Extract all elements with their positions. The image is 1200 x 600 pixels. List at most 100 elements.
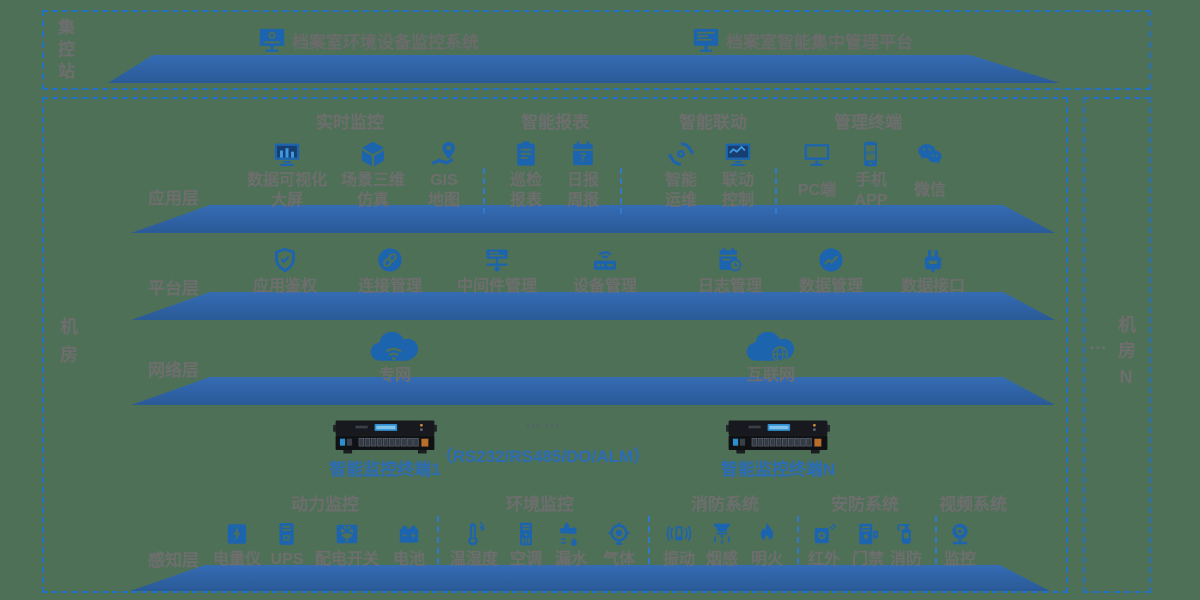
platform-item-device-mgmt: 设备管理 bbox=[573, 246, 637, 297]
data-screen-icon bbox=[273, 140, 301, 168]
sense-item-temp-humidity: 温湿度 bbox=[450, 521, 498, 570]
group-title-security: 安防系统 bbox=[831, 495, 899, 514]
router-wifi-icon bbox=[591, 246, 619, 274]
sense-item-ac: 空调 bbox=[510, 521, 542, 570]
calendar-clock-icon bbox=[716, 246, 744, 274]
group-title-linkage: 智能联动 bbox=[679, 113, 747, 132]
machine-room-n-box: … 机房N bbox=[1083, 97, 1151, 593]
fire-extinguisher-icon bbox=[893, 521, 919, 547]
network-item-internet: 互联网 bbox=[745, 332, 797, 386]
group-title-reports: 智能报表 bbox=[521, 113, 589, 132]
group-divider bbox=[775, 168, 777, 214]
network-layer-label: 网络层 bbox=[148, 361, 199, 380]
camera-icon bbox=[947, 521, 973, 547]
sense-item-flame: 明火 bbox=[751, 521, 783, 570]
pc-monitor-icon bbox=[803, 140, 831, 168]
system-entry: 档案室智能集中管理平台 bbox=[692, 26, 913, 54]
group-divider bbox=[648, 516, 650, 564]
smartphone-icon bbox=[857, 140, 885, 168]
control-station-label: 集控站 bbox=[55, 18, 74, 84]
sense-layer-slab bbox=[130, 565, 1050, 591]
wechat-icon bbox=[916, 140, 944, 168]
app-item-linkage-control: 联动控制 bbox=[722, 140, 754, 211]
platform-item-log-mgmt: 日志管理 bbox=[698, 246, 762, 297]
sense-item-gas: 气体 bbox=[603, 521, 635, 570]
group-divider bbox=[437, 516, 439, 564]
plug-interface-icon bbox=[919, 246, 947, 274]
group-divider bbox=[797, 516, 799, 564]
water-leak-icon bbox=[558, 521, 584, 547]
group-title-fire: 消防系统 bbox=[691, 495, 759, 514]
platform-item-data-interface: 数据接口 bbox=[901, 246, 965, 297]
group-title-video: 视频系统 bbox=[939, 495, 1007, 514]
sense-item-vibration: 振动 bbox=[663, 521, 695, 570]
sense-item-smoke: 烟感 bbox=[706, 521, 738, 570]
chart-circle-icon bbox=[817, 246, 845, 274]
control-station-box: 集控站 bbox=[42, 10, 1151, 90]
system-entry: 档案室环境设备监控系统 bbox=[258, 26, 479, 54]
system-label: 档案室智能集中管理平台 bbox=[726, 32, 913, 52]
app-item-daily-weekly: 日报周报 bbox=[567, 140, 599, 211]
app-item-wechat: 微信 bbox=[914, 140, 946, 201]
monitoring-terminal-n-image bbox=[726, 417, 830, 457]
battery-icon bbox=[396, 521, 422, 547]
app-layer-slab bbox=[131, 205, 1055, 233]
group-divider bbox=[483, 168, 485, 214]
sense-item-cctv: 监控 bbox=[944, 521, 976, 570]
monitoring-terminal-1-image bbox=[333, 417, 437, 457]
group-title-realtime: 实时监控 bbox=[316, 113, 384, 132]
smoke-detector-icon bbox=[709, 521, 735, 547]
app-item-data-screen: 数据可视化大屏 bbox=[247, 140, 327, 211]
monitor-screen-icon bbox=[692, 26, 720, 54]
clipboard-icon bbox=[512, 140, 540, 168]
group-title-environment: 环境监控 bbox=[506, 495, 574, 514]
flame-icon bbox=[754, 521, 780, 547]
network-item-private: 专网 bbox=[369, 332, 421, 386]
sense-item-ups: UPS bbox=[271, 521, 303, 570]
system-label: 档案室环境设备监控系统 bbox=[292, 32, 479, 52]
platform-layer-label: 平台层 bbox=[148, 279, 199, 298]
door-access-icon bbox=[855, 521, 881, 547]
infrared-sensor-icon bbox=[811, 521, 837, 547]
sync-gear-icon bbox=[667, 140, 695, 168]
group-title-power: 动力监控 bbox=[291, 495, 359, 514]
room-n-dots: … bbox=[1089, 333, 1109, 353]
chain-link-icon bbox=[376, 246, 404, 274]
app-layer-label: 应用层 bbox=[148, 189, 199, 208]
sense-item-fire-protection: 消防 bbox=[890, 521, 922, 570]
app-item-pc: PC端 bbox=[798, 140, 836, 201]
terminal-n-label: 智能监控终端N bbox=[720, 460, 836, 479]
sense-item-breaker: 配电开关 bbox=[315, 521, 379, 570]
cloud-wifi-icon bbox=[369, 332, 421, 366]
platform-item-connection: 连接管理 bbox=[358, 246, 422, 297]
group-divider bbox=[935, 516, 937, 564]
app-item-3d-sim: 场景三维仿真 bbox=[341, 140, 405, 211]
vibration-icon bbox=[666, 521, 692, 547]
ellipsis-dots: …… bbox=[525, 414, 563, 431]
machine-room-box: 机房 bbox=[42, 97, 1068, 593]
thermometer-icon bbox=[461, 521, 487, 547]
sense-item-water-leak: 漏水 bbox=[555, 521, 587, 570]
sense-item-door-access: 门禁 bbox=[852, 521, 884, 570]
cube-3d-icon bbox=[359, 140, 387, 168]
machine-room-n-label: 机房N bbox=[1116, 315, 1136, 395]
monitor-wave-icon bbox=[724, 140, 752, 168]
platform-item-middleware: 中间件管理 bbox=[457, 246, 537, 297]
control-station-platform-slab bbox=[108, 55, 1060, 83]
sense-layer-label: 感知层 bbox=[148, 551, 199, 570]
group-title-terminal: 管理终端 bbox=[834, 113, 902, 132]
group-divider bbox=[620, 168, 622, 214]
platform-layer-slab bbox=[131, 292, 1055, 320]
monitor-gear-icon bbox=[258, 26, 286, 54]
sense-item-infrared: 红外 bbox=[808, 521, 840, 570]
ups-icon bbox=[274, 521, 300, 547]
shield-check-icon bbox=[271, 246, 299, 274]
calendar-icon bbox=[569, 140, 597, 168]
bus-protocol-label: （RS232/RS485/DO/ALM） bbox=[435, 447, 651, 466]
app-item-smart-ops: 智能运维 bbox=[665, 140, 697, 211]
gas-detector-icon bbox=[606, 521, 632, 547]
app-item-inspection-report: 巡检报表 bbox=[510, 140, 542, 211]
